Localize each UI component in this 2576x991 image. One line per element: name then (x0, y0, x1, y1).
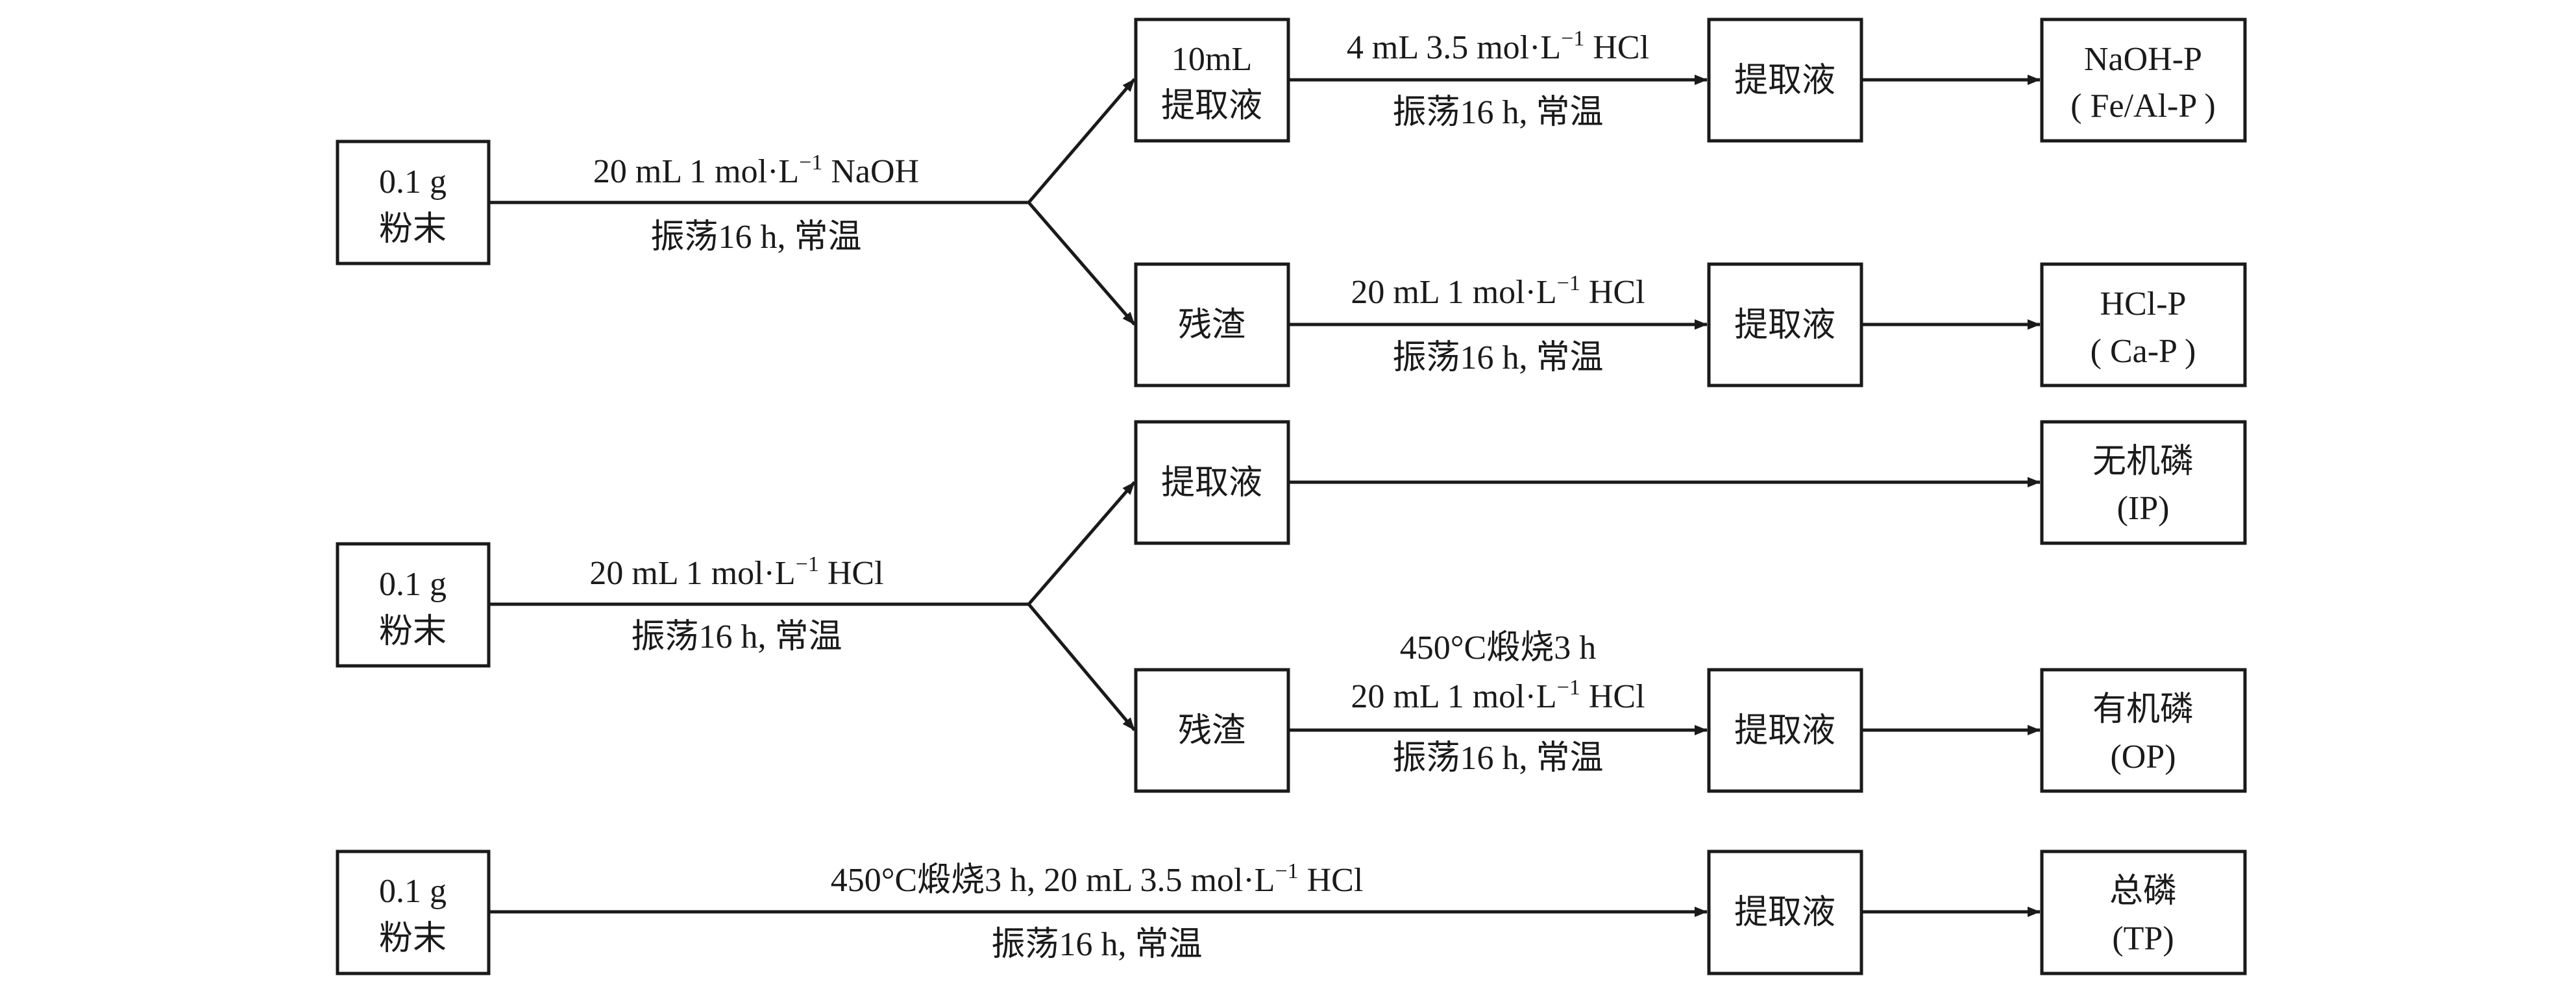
row2-residue-product-box (2040, 668, 2247, 793)
row3-condition-label: 振荡16 h, 常温 (991, 926, 1202, 963)
row1-residue-label: 残渣 (1178, 307, 1245, 344)
row3-sample-label: 粉末 (379, 920, 447, 957)
row2-group: 0.1 g 粉末 20 mL 1 mol·L−1 HCl 振荡16 h, 常温 … (336, 420, 2247, 793)
row2-extract-product-name: 无机磷 (2092, 443, 2194, 480)
row1-sample-mass: 0.1 g (379, 164, 447, 201)
row2-residue-product-form: (OP) (2110, 739, 2176, 776)
row1-reagent-label: 20 mL 1 mol·L−1 NaOH (593, 151, 919, 190)
row3-result-label: 提取液 (1734, 894, 1835, 931)
row1-condition-label: 振荡16 h, 常温 (650, 219, 861, 256)
row3-group: 0.1 g 粉末 450°C煅烧3 h, 20 mL 3.5 mol·L−1 H… (336, 850, 2247, 975)
row1-extract-product-form: ( Fe/Al-P ) (2070, 88, 2215, 125)
row2-sample-label: 粉末 (379, 613, 447, 650)
row2-extract-label: 提取液 (1161, 465, 1262, 502)
row2-sample-mass: 0.1 g (379, 566, 447, 603)
row1-extract-product-box (2040, 18, 2247, 143)
row1-residue-box (1134, 262, 1290, 387)
row1-sample-label: 粉末 (379, 211, 447, 248)
row2-residue-label: 残渣 (1178, 713, 1245, 750)
row2-residue-reagent-label: 20 mL 1 mol·L−1 HCl (1351, 676, 1645, 715)
row1-extract-reagent-label: 4 mL 3.5 mol·L−1 HCl (1347, 27, 1649, 66)
row2-extract-product-form: (IP) (2117, 490, 2170, 527)
row3-sample-mass: 0.1 g (379, 873, 447, 910)
row1-residue-product-box (2040, 262, 2247, 387)
row2-branch-up-arrow (1027, 481, 1136, 606)
row1-residue-product-form: ( Ca-P ) (2091, 333, 2196, 370)
row1-residue-product-name: HCl-P (2100, 286, 2187, 323)
row2-extract-product-box (2040, 420, 2247, 545)
row2-residue-box (1134, 668, 1290, 793)
row2-residue-condition-label: 振荡16 h, 常温 (1392, 740, 1603, 777)
row3-product-box (2040, 850, 2247, 975)
row3-product-name: 总磷 (2109, 873, 2177, 910)
row1-residue-result-label: 提取液 (1734, 307, 1835, 344)
row1-extract-condition-label: 振荡16 h, 常温 (1392, 94, 1603, 131)
row1-branch-up-arrow (1027, 78, 1136, 204)
row1-residue-condition-label: 振荡16 h, 常温 (1392, 339, 1603, 376)
row1-extract-result-label: 提取液 (1734, 62, 1835, 99)
row1-extract-result-box (1707, 18, 1863, 143)
row1-sample-box (336, 140, 491, 265)
row2-residue-result-label: 提取液 (1734, 713, 1835, 750)
row1-extract-volume: 10mL (1171, 41, 1252, 78)
row3-product-form: (TP) (2112, 920, 2174, 957)
row2-residue-step-label: 450°C煅烧3 h (1400, 630, 1596, 667)
row2-extract-box (1134, 420, 1290, 545)
row3-reagent-label: 450°C煅烧3 h, 20 mL 3.5 mol·L−1 HCl (831, 859, 1364, 899)
row2-condition-label: 振荡16 h, 常温 (631, 618, 842, 655)
row2-branch-down-arrow (1027, 603, 1136, 731)
row1-residue-reagent-label: 20 mL 1 mol·L−1 HCl (1351, 271, 1645, 311)
row1-extract-box (1134, 18, 1290, 143)
row3-result-box (1707, 850, 1863, 975)
row1-extract-product-name: NaOH-P (2084, 41, 2202, 78)
row2-reagent-label: 20 mL 1 mol·L−1 HCl (589, 552, 883, 592)
row1-branch-down-arrow (1027, 201, 1136, 326)
row2-residue-product-name: 有机磷 (2092, 691, 2194, 728)
row1-extract-label: 提取液 (1161, 88, 1262, 125)
row1-group: 0.1 g 粉末 20 mL 1 mol·L−1 NaOH 振荡16 h, 常温… (336, 18, 2247, 387)
row1-residue-result-box (1707, 262, 1863, 387)
row2-residue-result-box (1707, 668, 1863, 793)
